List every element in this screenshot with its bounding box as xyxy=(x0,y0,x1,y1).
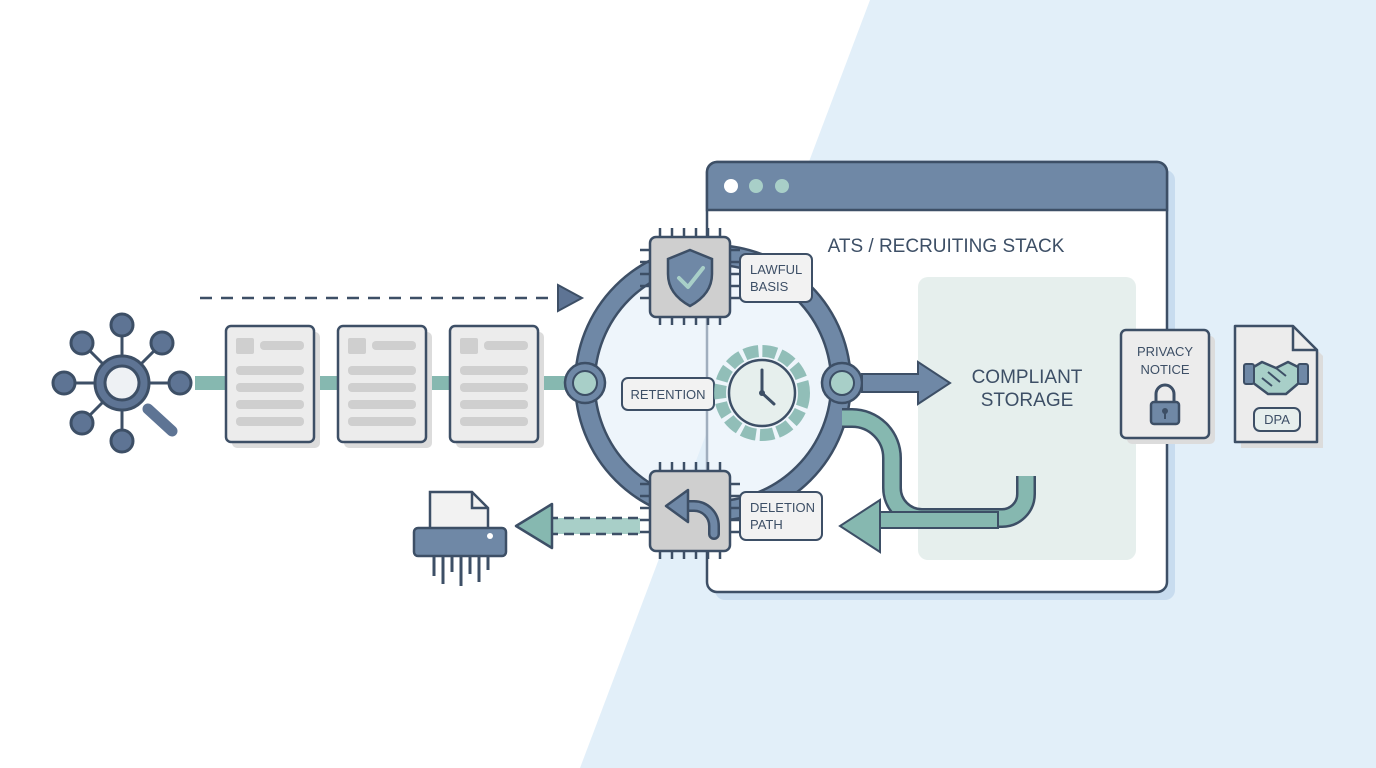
compliant-storage-panel xyxy=(918,277,1136,560)
arrow-to-shredder xyxy=(514,502,640,550)
retention-chip: RETENTION xyxy=(621,377,715,411)
handshake-icon xyxy=(1243,360,1309,396)
storage-label-line1: COMPLIANT xyxy=(972,367,1083,388)
deletion-label-line1: DELETION xyxy=(750,500,815,515)
resume-document-3 xyxy=(448,324,544,448)
shield-check-icon xyxy=(666,248,714,308)
window-title: ATS / RECRUITING STACK xyxy=(828,236,1065,257)
deletion-path-chip: DELETION PATH xyxy=(640,462,823,559)
deletion-label-line2: PATH xyxy=(750,517,783,532)
window-dot-icon xyxy=(724,179,738,193)
clock-icon xyxy=(714,345,810,441)
storage-return-arrow xyxy=(838,408,1036,554)
window-dot-icon xyxy=(749,179,763,193)
privacy-notice-line1: PRIVACY xyxy=(1137,344,1193,359)
candidate-network-icon xyxy=(51,312,193,454)
dpa-label: DPA xyxy=(1264,412,1290,427)
padlock-icon xyxy=(1149,383,1181,426)
dashed-top-arrow xyxy=(200,283,585,313)
ring-node-left xyxy=(563,361,607,405)
lawful-label-line2: BASIS xyxy=(750,279,789,294)
storage-label-line2: STORAGE xyxy=(981,390,1074,411)
resume-document-1 xyxy=(224,324,320,448)
ring-node-right xyxy=(820,361,864,405)
undo-arrow-icon xyxy=(664,488,720,540)
lawful-label-line1: LAWFUL xyxy=(750,262,802,277)
resume-document-2 xyxy=(336,324,432,448)
shredder-icon xyxy=(412,490,508,586)
window-dot-icon xyxy=(775,179,789,193)
retention-label: RETENTION xyxy=(630,387,705,402)
arrow-to-storage xyxy=(861,360,952,406)
privacy-notice-line2: NOTICE xyxy=(1140,362,1189,377)
